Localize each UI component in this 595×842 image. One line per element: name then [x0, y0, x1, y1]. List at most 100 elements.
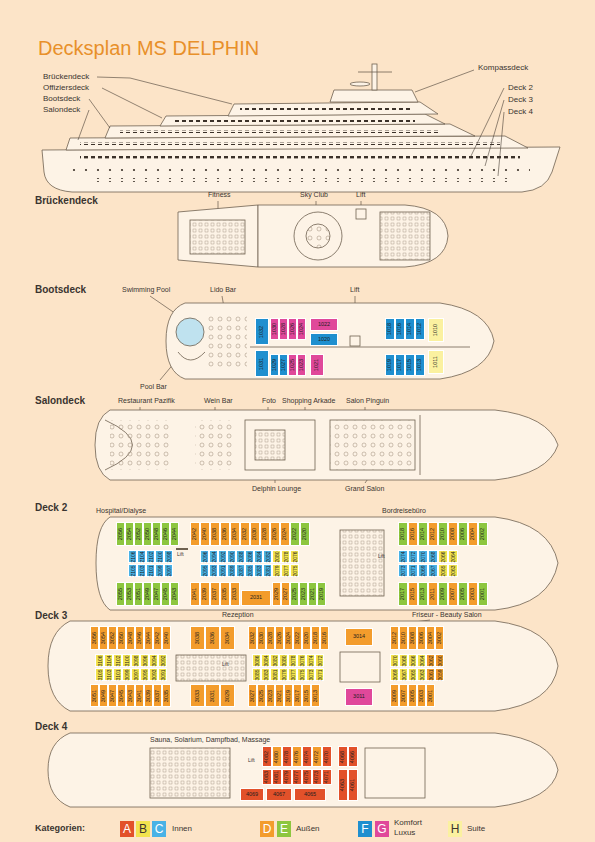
cabin-number: 4076: [294, 750, 300, 762]
cabin-box: 4073: [312, 769, 322, 785]
cabin-box: 3021: [275, 684, 284, 707]
cabin-box: 4065: [294, 788, 326, 801]
cabin-number: 3068: [401, 655, 406, 666]
legend-swatch: A: [120, 821, 134, 837]
cabin-box: 2019: [317, 582, 326, 606]
cabin-box: 2017: [398, 582, 408, 606]
cabin-box: 3100: [122, 654, 131, 667]
cabin-number: 3019: [286, 689, 292, 701]
cabin-box: 3051: [90, 684, 99, 707]
cabin-box: 2050: [143, 522, 152, 546]
cabin-box: 3036: [205, 626, 220, 650]
cabin-number: 1010: [433, 324, 439, 336]
cabin-number: 2053: [127, 588, 133, 600]
cabin-number: 3065: [410, 669, 415, 680]
cabin-box: 1025: [288, 354, 297, 376]
cabin-number: 3028: [268, 632, 274, 644]
cabin-number: 2096: [202, 551, 207, 562]
cabin-number: 3004: [428, 632, 434, 644]
ship-line: [176, 548, 188, 550]
ship-line: [245, 420, 315, 470]
cabin-number: 4066: [350, 750, 356, 762]
cabin-box: 2102: [146, 550, 155, 563]
cabin-number: 2065: [441, 565, 446, 576]
cabin-number: 3042: [155, 632, 161, 644]
area-label: Deck 2: [508, 84, 533, 92]
cabin-number: 3093: [151, 669, 156, 680]
cabin-number: 3030: [259, 632, 265, 644]
cabin-box: 2027: [281, 582, 290, 606]
cabin-number: 4067: [273, 792, 285, 798]
cabin-box: 3024: [284, 626, 293, 650]
ship-line: [485, 100, 504, 166]
cabin-box: 2097: [164, 564, 173, 577]
ship-line: [78, 110, 89, 140]
cabin-box: 3019: [284, 684, 293, 707]
cabin-number: 3091: [160, 669, 165, 680]
cabin-box: 2084: [254, 550, 263, 563]
cabin-box: 3095: [140, 668, 149, 681]
cabin-box: 2034: [230, 522, 240, 546]
cabin-box: 3017: [293, 684, 302, 707]
cabin-number: 3009: [392, 689, 398, 701]
cabin-number: 3031: [210, 689, 216, 701]
cabin-box: 3028: [266, 626, 275, 650]
cabin-number: 4081: [274, 771, 280, 783]
cabin-box: 2029: [272, 582, 281, 606]
cabin-box: 2030: [250, 522, 260, 546]
cabin-number: 4065: [304, 792, 316, 798]
cabin-number: 2048: [154, 528, 160, 540]
cabin-box: 2069: [418, 564, 428, 577]
cabin-number: 1021: [314, 359, 320, 371]
cabin-number: 2105: [130, 565, 135, 576]
cabin-number: 1029: [272, 359, 278, 371]
cabin-box: 2026: [270, 522, 280, 546]
cabin-number: 4082: [264, 750, 270, 762]
cabin-box: 4061: [348, 769, 358, 801]
cabin-number: 3044: [146, 632, 152, 644]
cabin-number: 3086: [254, 655, 259, 666]
cabin-number: 3105: [97, 669, 102, 680]
cabin-box: 2006: [458, 522, 468, 546]
cabin-number: 1028: [281, 323, 287, 335]
ship-line: [80, 156, 520, 159]
ship-line: [42, 147, 560, 192]
area-label: Rezeption: [222, 611, 254, 618]
cabin-box: 3037: [153, 684, 162, 707]
cabin-box: 3032: [248, 626, 257, 650]
cabin-box: 3005: [408, 684, 417, 707]
cabin-box: 2043: [170, 582, 179, 606]
cabin-box: 2037: [210, 582, 220, 606]
cabin-box: 4067: [266, 788, 292, 801]
cabin-number: 2024: [282, 528, 288, 540]
cabin-box: 3033: [190, 684, 205, 707]
cabin-number: 3010: [401, 632, 407, 644]
cabin-box: 3006: [417, 626, 426, 650]
area-label: Hospital/Dialyse: [96, 507, 146, 514]
cabin-number: 1016: [397, 323, 403, 335]
cabin-number: 2056: [118, 528, 124, 540]
ship-line: [176, 318, 204, 346]
ship-line: [380, 212, 430, 260]
cabin-number: 2041: [192, 588, 198, 600]
cabin-number: 2103: [139, 565, 144, 576]
cabin-box: 4081: [272, 769, 282, 785]
category-letter: D: [263, 823, 272, 835]
ship-line: [365, 748, 425, 798]
cabin-box: 3030: [257, 626, 266, 650]
cabin-number: 1013: [417, 359, 423, 371]
category-letter: G: [377, 823, 386, 835]
area-label: Brückendeck: [43, 73, 89, 81]
area-label: Delphin Lounge: [252, 485, 301, 492]
cabin-box: 2087: [236, 564, 245, 577]
cabin-box: 3065: [408, 668, 417, 681]
cabin-number: 2006: [460, 528, 466, 540]
cabin-number: 3002: [437, 632, 443, 644]
cabin-number: 2003: [470, 588, 476, 600]
deck-heading: Deck 4: [35, 722, 67, 732]
cabin-box: 2092: [218, 550, 227, 563]
cabin-number: 2074: [401, 551, 406, 562]
cabin-number: 3017: [295, 689, 301, 701]
cabin-number: 2054: [127, 528, 133, 540]
cabin-number: 4079: [284, 771, 290, 783]
